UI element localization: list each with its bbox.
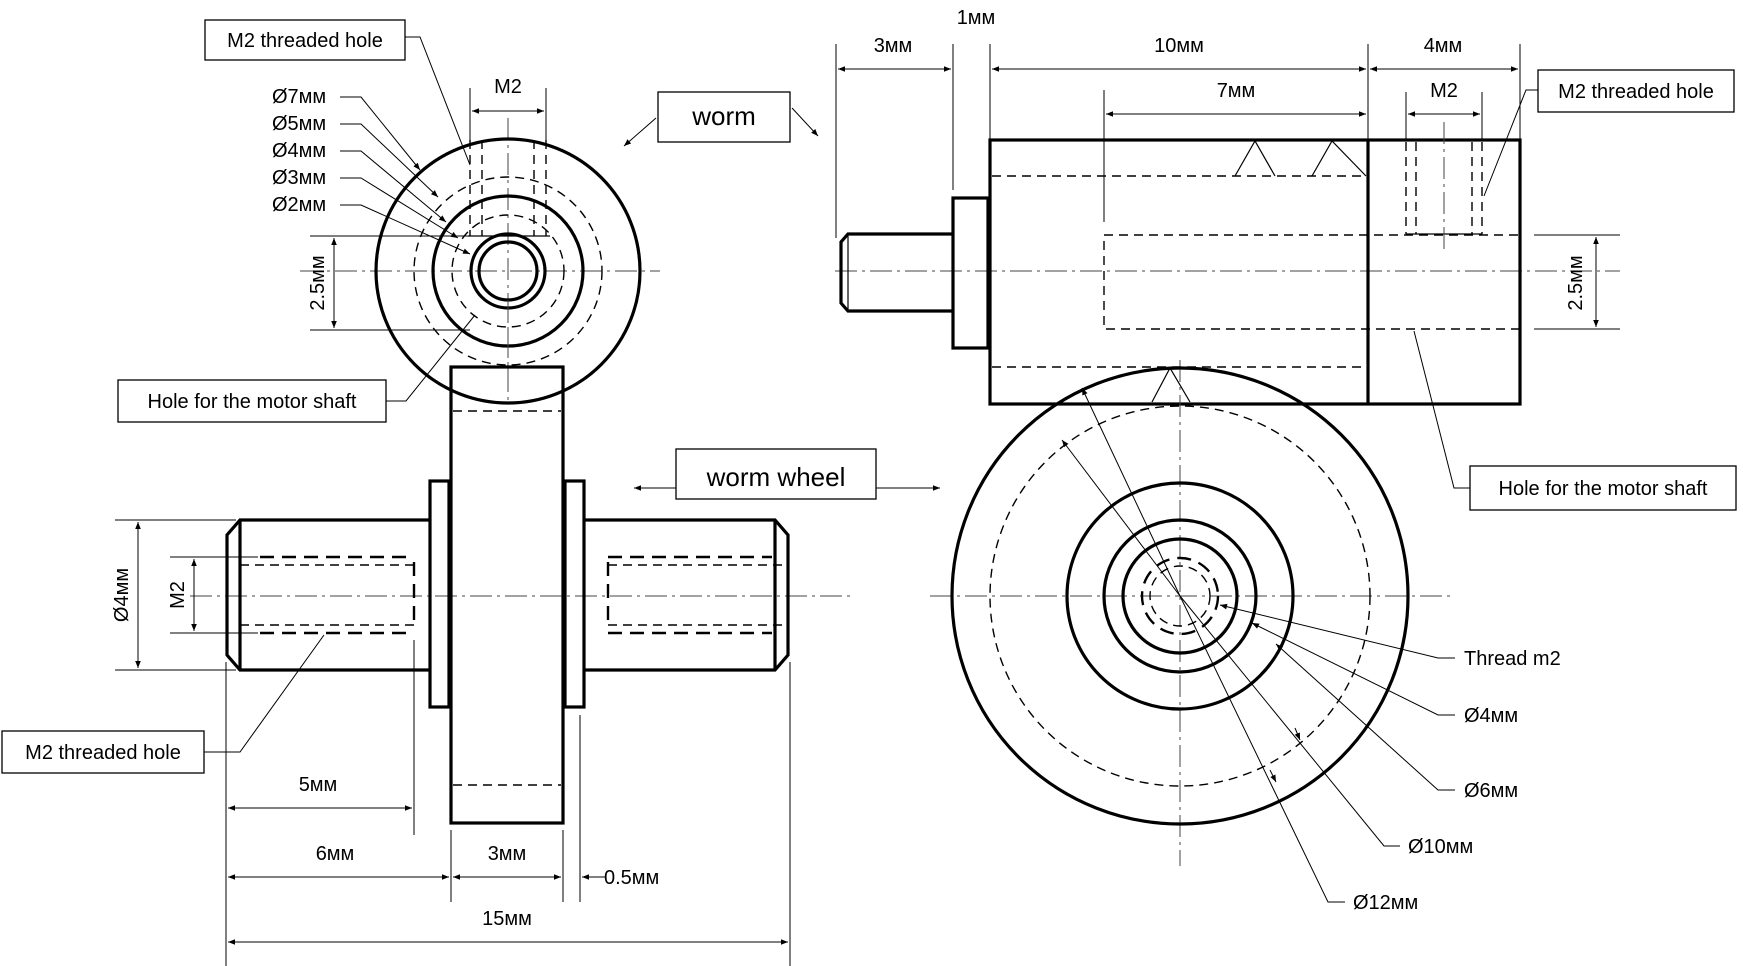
callout-m2-hole-worm-end: M2 threaded hole xyxy=(227,30,383,52)
dim-offset-right: 2.5мм xyxy=(1565,255,1587,310)
wheel-side-view: Ø4мм M2 5мм 6мм 3мм 0.5мм 15мм M2 thread… xyxy=(1,300,850,966)
dim-collar-width: 0.5мм xyxy=(604,867,659,889)
worm-wheel-title: worm wheel xyxy=(706,462,846,492)
face-dia-10: Ø10мм xyxy=(1408,836,1473,858)
worm-end-m2-label: M2 xyxy=(494,76,522,98)
dim-wheel-width: 3мм xyxy=(488,843,527,865)
dim-thread: 7мм xyxy=(1217,80,1256,102)
callout-motor-shaft-left: Hole for the motor shaft xyxy=(148,391,357,413)
face-dia-6: Ø6мм xyxy=(1464,780,1518,802)
dia-label-3: Ø3мм xyxy=(272,167,326,189)
worm-label: worm xyxy=(623,91,819,147)
worm-title: worm xyxy=(691,101,756,131)
face-dia-4: Ø4мм xyxy=(1464,705,1518,727)
dim-m2: M2 xyxy=(1430,80,1458,102)
dim-hole-depth: 5мм xyxy=(299,774,338,796)
dim-hub-length: 6мм xyxy=(316,843,355,865)
callout-m2-hole-worm-side: M2 threaded hole xyxy=(1558,81,1714,103)
callout-motor-shaft-right: Hole for the motor shaft xyxy=(1499,478,1708,500)
callout-m2-hole-wheel: M2 threaded hole xyxy=(25,742,181,764)
dia-label-2: Ø2мм xyxy=(272,194,326,216)
worm-end-offset-label: 2.5мм xyxy=(307,255,329,310)
worm-side-view: 3мм 1мм 10мм 7мм 4мм M2 2.5мм M2 threade… xyxy=(835,7,1737,511)
dim-wheel-hub-diameter: Ø4мм xyxy=(111,568,133,622)
face-dia-12: Ø12мм xyxy=(1353,892,1418,914)
thread-m2-label: Thread m2 xyxy=(1464,648,1561,670)
dim-collar: 1мм xyxy=(957,7,996,29)
worm-wheel-label: worm wheel xyxy=(634,448,940,500)
dia-label-7: Ø7мм xyxy=(272,86,326,108)
dia-label-5: Ø5мм xyxy=(272,113,326,135)
dim-hub: 4мм xyxy=(1424,35,1463,57)
worm-end-view: M2 2.5мм Ø7мм Ø5мм Ø4мм Ø3мм Ø2мм M2 thr… xyxy=(117,19,660,423)
wheel-face-view: Thread m2 Ø4мм Ø6мм Ø10мм Ø12мм xyxy=(930,360,1561,914)
dim-body: 10мм xyxy=(1154,35,1204,57)
dim-total-length: 15мм xyxy=(482,908,532,930)
dim-shaft: 3мм xyxy=(874,35,913,57)
dia-label-4: Ø4мм xyxy=(272,140,326,162)
dim-wheel-m2: M2 xyxy=(167,581,189,609)
